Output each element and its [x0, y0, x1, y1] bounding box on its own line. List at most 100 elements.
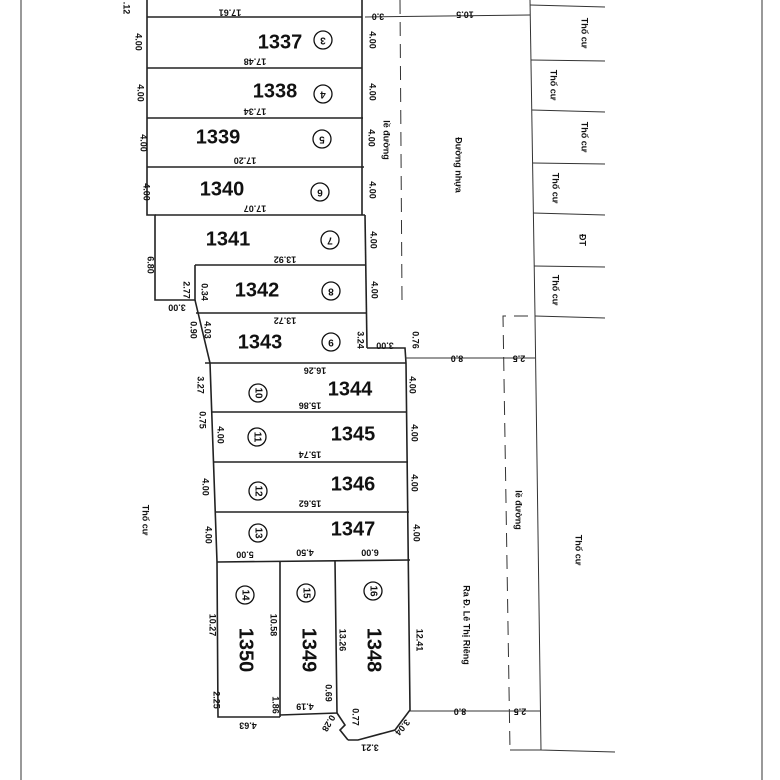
dimension-label: 12.41 [415, 629, 425, 652]
dimension-label: 6.00 [361, 548, 379, 558]
dimension-label: 17.20 [234, 156, 257, 166]
road-edge-line-bottom [502, 315, 528, 751]
plot-number: 1345 [331, 423, 376, 445]
dimension-label: 0.90 [189, 321, 199, 339]
plot-number: 1338 [253, 80, 298, 102]
dimension-label: 4.00 [201, 478, 211, 496]
dimension-label: 4.00 [368, 181, 378, 199]
dimension-label: 6.80 [146, 256, 156, 274]
dimension-label: 3.24 [356, 331, 366, 349]
parcel-label: Thổ cư [549, 70, 559, 101]
plot-number: 1341 [206, 228, 251, 250]
plot-index: 13 [252, 527, 263, 539]
dimension-label: 3.0 [372, 12, 385, 22]
dimension-label: 3.27 [196, 376, 206, 394]
plot-number: 1350 [235, 628, 257, 673]
dimension-label: 15.62 [299, 499, 322, 509]
road-edge-label: lề đường [382, 120, 392, 159]
asphalt-road-label: Đường nhựa [454, 137, 464, 193]
dimension-label: 2.5 [514, 707, 527, 717]
dimension-label: .12 [122, 2, 132, 15]
dimension-labels: 17.61 3.0 10.5 4.00 4.00 17.48 4.00 4.00… [122, 2, 527, 753]
dimension-label: 4.00 [204, 526, 214, 544]
dimension-label: 4.00 [410, 474, 420, 492]
road-edge-label: lề đường [514, 490, 524, 529]
dimension-label: 0.76 [411, 331, 421, 349]
plot-index: 12 [252, 485, 263, 497]
dimension-label: 4.00 [369, 231, 379, 249]
dimension-label: 13.92 [274, 255, 297, 265]
plot-number: 1342 [235, 279, 280, 301]
dimension-label: 4.00 [142, 183, 152, 201]
dimension-label: 4.00 [410, 424, 420, 442]
dimension-label: 2.25 [212, 691, 222, 709]
plot-index: 16 [367, 585, 378, 597]
plot-number: 1349 [298, 628, 320, 673]
dimension-label: 4.00 [134, 33, 144, 51]
parcel-label: Thổ cư [551, 173, 561, 204]
dimension-label: 10.5 [456, 10, 474, 20]
dimension-label: 8.0 [454, 707, 467, 717]
dimension-label: 2.5 [513, 354, 526, 364]
dimension-label: 4.63 [239, 721, 257, 731]
dimension-label: 4.19 [296, 702, 314, 712]
plot-number: 1343 [238, 331, 283, 353]
dimension-label: 0.28 [320, 713, 337, 733]
dimension-label: 4.00 [216, 426, 226, 444]
street-direction-label: Ra Đ. Lê Thị Riêng [462, 585, 472, 665]
plot-index: 7 [327, 234, 333, 245]
dimension-label: 0.69 [324, 684, 334, 702]
dimension-label: 3.04 [393, 717, 412, 737]
dimension-label: 15.74 [299, 450, 322, 460]
plot-index: 3 [320, 34, 326, 45]
parcel-label: Thổ cư [551, 275, 561, 306]
plot-index: 14 [239, 589, 250, 601]
plot-index: 10 [252, 387, 263, 399]
dimension-label: 17.61 [219, 8, 242, 18]
plot-number: 1346 [331, 473, 376, 495]
parcel-label: ĐT [578, 234, 588, 246]
dimension-label: 13.26 [338, 629, 348, 652]
dimension-label: 8.0 [451, 354, 464, 364]
dimension-label: 10.58 [269, 614, 279, 637]
plot-number: 1348 [363, 628, 385, 673]
plot-index: 15 [300, 587, 311, 599]
dimension-label: 0.77 [351, 708, 361, 726]
dimension-label: 17.34 [244, 107, 267, 117]
plot-number: 1344 [328, 378, 373, 400]
dimension-label: 0.34 [200, 283, 210, 301]
parcel-label: Thổ cư [580, 122, 590, 153]
dimension-label: 16.26 [304, 366, 327, 376]
plot-boundaries [146, 0, 411, 741]
right-parcel-lines [529, 4, 606, 319]
dimension-label: 4.50 [296, 548, 314, 558]
dimension-label: 4.00 [368, 83, 378, 101]
dimension-label: 3.21 [361, 743, 379, 753]
plot-index: 5 [319, 133, 325, 144]
dimension-label: 0.75 [198, 411, 208, 429]
plot-number: 1339 [196, 126, 241, 148]
plot-index: 11 [251, 432, 262, 443]
dimension-label: 4.00 [368, 31, 378, 49]
residential-label: Thổ cư [141, 505, 151, 536]
plot-index: 6 [317, 186, 323, 197]
dimension-label: 4.00 [408, 376, 418, 394]
dimension-label: 17.07 [244, 204, 267, 214]
residential-label: Thổ cư [574, 535, 584, 566]
dimension-lines [364, 14, 540, 712]
plot-index: 8 [328, 285, 334, 296]
dimension-label: 3.00 [376, 341, 394, 351]
dimension-label: 4.00 [412, 524, 422, 542]
dimension-label: 4.00 [367, 129, 377, 147]
plot-index: 4 [320, 88, 326, 99]
dimension-label: 1.86 [271, 696, 281, 714]
plot-number: 1337 [258, 31, 303, 53]
dimension-label: 4.00 [136, 84, 146, 102]
dimension-label: 13.72 [274, 316, 297, 326]
dimension-label: 2.77 [182, 281, 192, 299]
dimension-label: 4.00 [139, 134, 149, 152]
dimension-label: 4.03 [203, 321, 213, 339]
dimension-label: 4.00 [370, 281, 380, 299]
plot-number: 1347 [331, 518, 376, 540]
